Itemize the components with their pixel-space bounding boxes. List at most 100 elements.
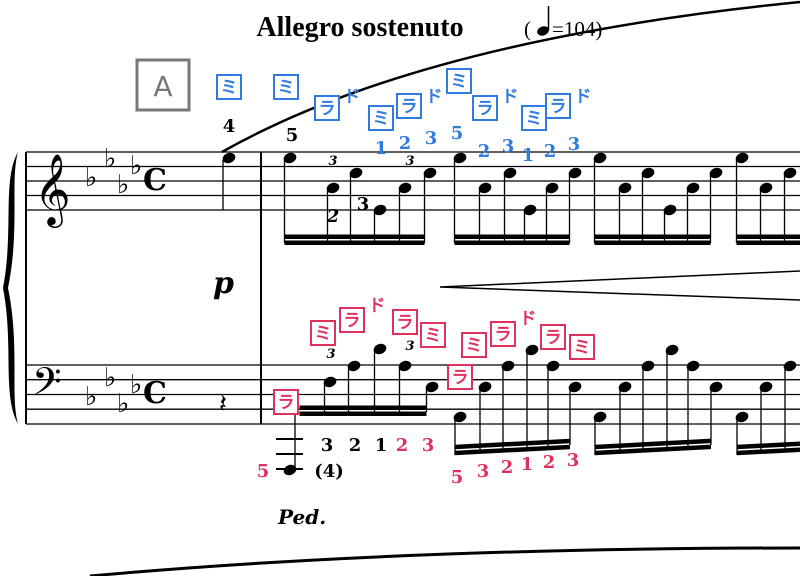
fingering: 2 bbox=[478, 141, 491, 162]
bass-solfege-label: ミ bbox=[315, 324, 332, 344]
solfege-box bbox=[545, 93, 571, 119]
note-head bbox=[347, 360, 361, 372]
fingering: 2 bbox=[501, 457, 514, 478]
solfege-box bbox=[368, 105, 394, 131]
solfege-box bbox=[314, 95, 340, 121]
bass-solfege-label: ラ bbox=[278, 393, 295, 413]
note-head bbox=[618, 182, 632, 194]
fingering: 3 bbox=[422, 435, 435, 456]
bass-solfege-label: ド bbox=[369, 296, 386, 316]
note-head bbox=[665, 344, 679, 356]
fingering: 3 bbox=[567, 450, 580, 471]
triplet-mark: 3 bbox=[328, 154, 337, 169]
crescendo-hairpin bbox=[439, 270, 800, 301]
fingering: 3 bbox=[321, 435, 334, 456]
note-head bbox=[323, 376, 337, 388]
bass-solfege-label: ラ bbox=[495, 325, 512, 345]
note-head bbox=[373, 343, 387, 355]
beam bbox=[594, 240, 711, 245]
solfege-box bbox=[339, 307, 365, 333]
solfege-box bbox=[540, 324, 566, 350]
note-head bbox=[568, 167, 582, 179]
bass-clef-icon: 𝄢 bbox=[32, 359, 62, 413]
note-head bbox=[349, 167, 363, 179]
dynamic-piano: p bbox=[213, 266, 234, 301]
treble-solfege-label: ド bbox=[502, 87, 519, 107]
note-head bbox=[593, 411, 607, 423]
fingering: 1 bbox=[521, 454, 534, 475]
treble-solfege-label: ラ bbox=[477, 99, 494, 119]
treble-solfege-label: ミ bbox=[278, 78, 295, 98]
note-head bbox=[453, 411, 467, 423]
solfege-box bbox=[273, 74, 299, 100]
note-head bbox=[641, 360, 655, 372]
beam bbox=[594, 234, 711, 239]
note-head bbox=[709, 381, 723, 393]
solfege-box bbox=[490, 321, 516, 347]
rehearsal-letter: A bbox=[153, 70, 172, 103]
bass-solfege-label: ラ bbox=[344, 311, 361, 331]
note-head bbox=[783, 360, 797, 372]
note-head bbox=[546, 360, 560, 372]
note-head bbox=[222, 152, 236, 164]
beam bbox=[595, 444, 711, 456]
flat-icon: ♭ bbox=[117, 170, 129, 200]
note-head bbox=[373, 204, 387, 216]
piece-title: Allegro sostenuto bbox=[256, 12, 463, 43]
beam bbox=[284, 234, 425, 239]
fingering: 4 bbox=[223, 116, 236, 137]
bass-solfege-label: ラ bbox=[397, 313, 414, 333]
treble-solfege-label: ラ bbox=[319, 99, 336, 119]
solfege-box bbox=[569, 334, 595, 360]
note-head bbox=[501, 360, 515, 372]
flat-icon: ♭ bbox=[104, 363, 116, 393]
fingering: 1 bbox=[375, 138, 388, 159]
bass-solfege-label: ミ bbox=[574, 338, 591, 358]
treble-solfege-label: ミ bbox=[373, 109, 390, 129]
pedal-marking: Ped. bbox=[277, 505, 326, 529]
flat-icon: ♭ bbox=[85, 163, 97, 193]
note-head bbox=[545, 182, 559, 194]
note-head bbox=[686, 182, 700, 194]
flat-icon: ♭ bbox=[104, 144, 116, 174]
bass-solfege-label: ラ bbox=[452, 368, 469, 388]
triplet-mark: 3 bbox=[405, 339, 414, 354]
treble-solfege-label: ミ bbox=[451, 72, 468, 92]
solfege-box bbox=[216, 74, 242, 100]
note-head bbox=[641, 167, 655, 179]
note-head bbox=[478, 182, 492, 194]
note-head bbox=[735, 152, 749, 164]
treble-solfege-label: ド bbox=[575, 87, 592, 107]
note-head bbox=[686, 360, 700, 372]
quarter-rest-icon: 𝄽 bbox=[219, 389, 227, 419]
fingering: 2 bbox=[349, 435, 362, 456]
beam bbox=[454, 234, 570, 239]
quarter-note-icon bbox=[537, 26, 549, 36]
treble-clef-icon: 𝄞 bbox=[34, 152, 71, 228]
note-head bbox=[478, 381, 492, 393]
beam bbox=[299, 411, 427, 416]
note-head bbox=[283, 152, 297, 164]
note-head bbox=[618, 381, 632, 393]
treble-solfege-label: ド bbox=[426, 87, 443, 107]
slur bbox=[221, 0, 800, 154]
note-head bbox=[326, 182, 340, 194]
flat-icon: ♭ bbox=[85, 382, 97, 412]
treble-solfege-label: ラ bbox=[401, 97, 418, 117]
beam bbox=[299, 405, 427, 410]
brace bbox=[3, 152, 18, 424]
note-head bbox=[593, 152, 607, 164]
note-head bbox=[398, 182, 412, 194]
note-head bbox=[398, 360, 412, 372]
fingering: 1 bbox=[375, 435, 388, 456]
fingering: 3 bbox=[568, 134, 581, 155]
fingering: 5 bbox=[451, 123, 464, 144]
solfege-box bbox=[392, 309, 418, 335]
fingering: 3 bbox=[425, 128, 438, 149]
fingering: (4) bbox=[314, 461, 344, 482]
next-system-slur bbox=[89, 546, 800, 576]
beam bbox=[454, 240, 570, 245]
note-head bbox=[568, 381, 582, 393]
